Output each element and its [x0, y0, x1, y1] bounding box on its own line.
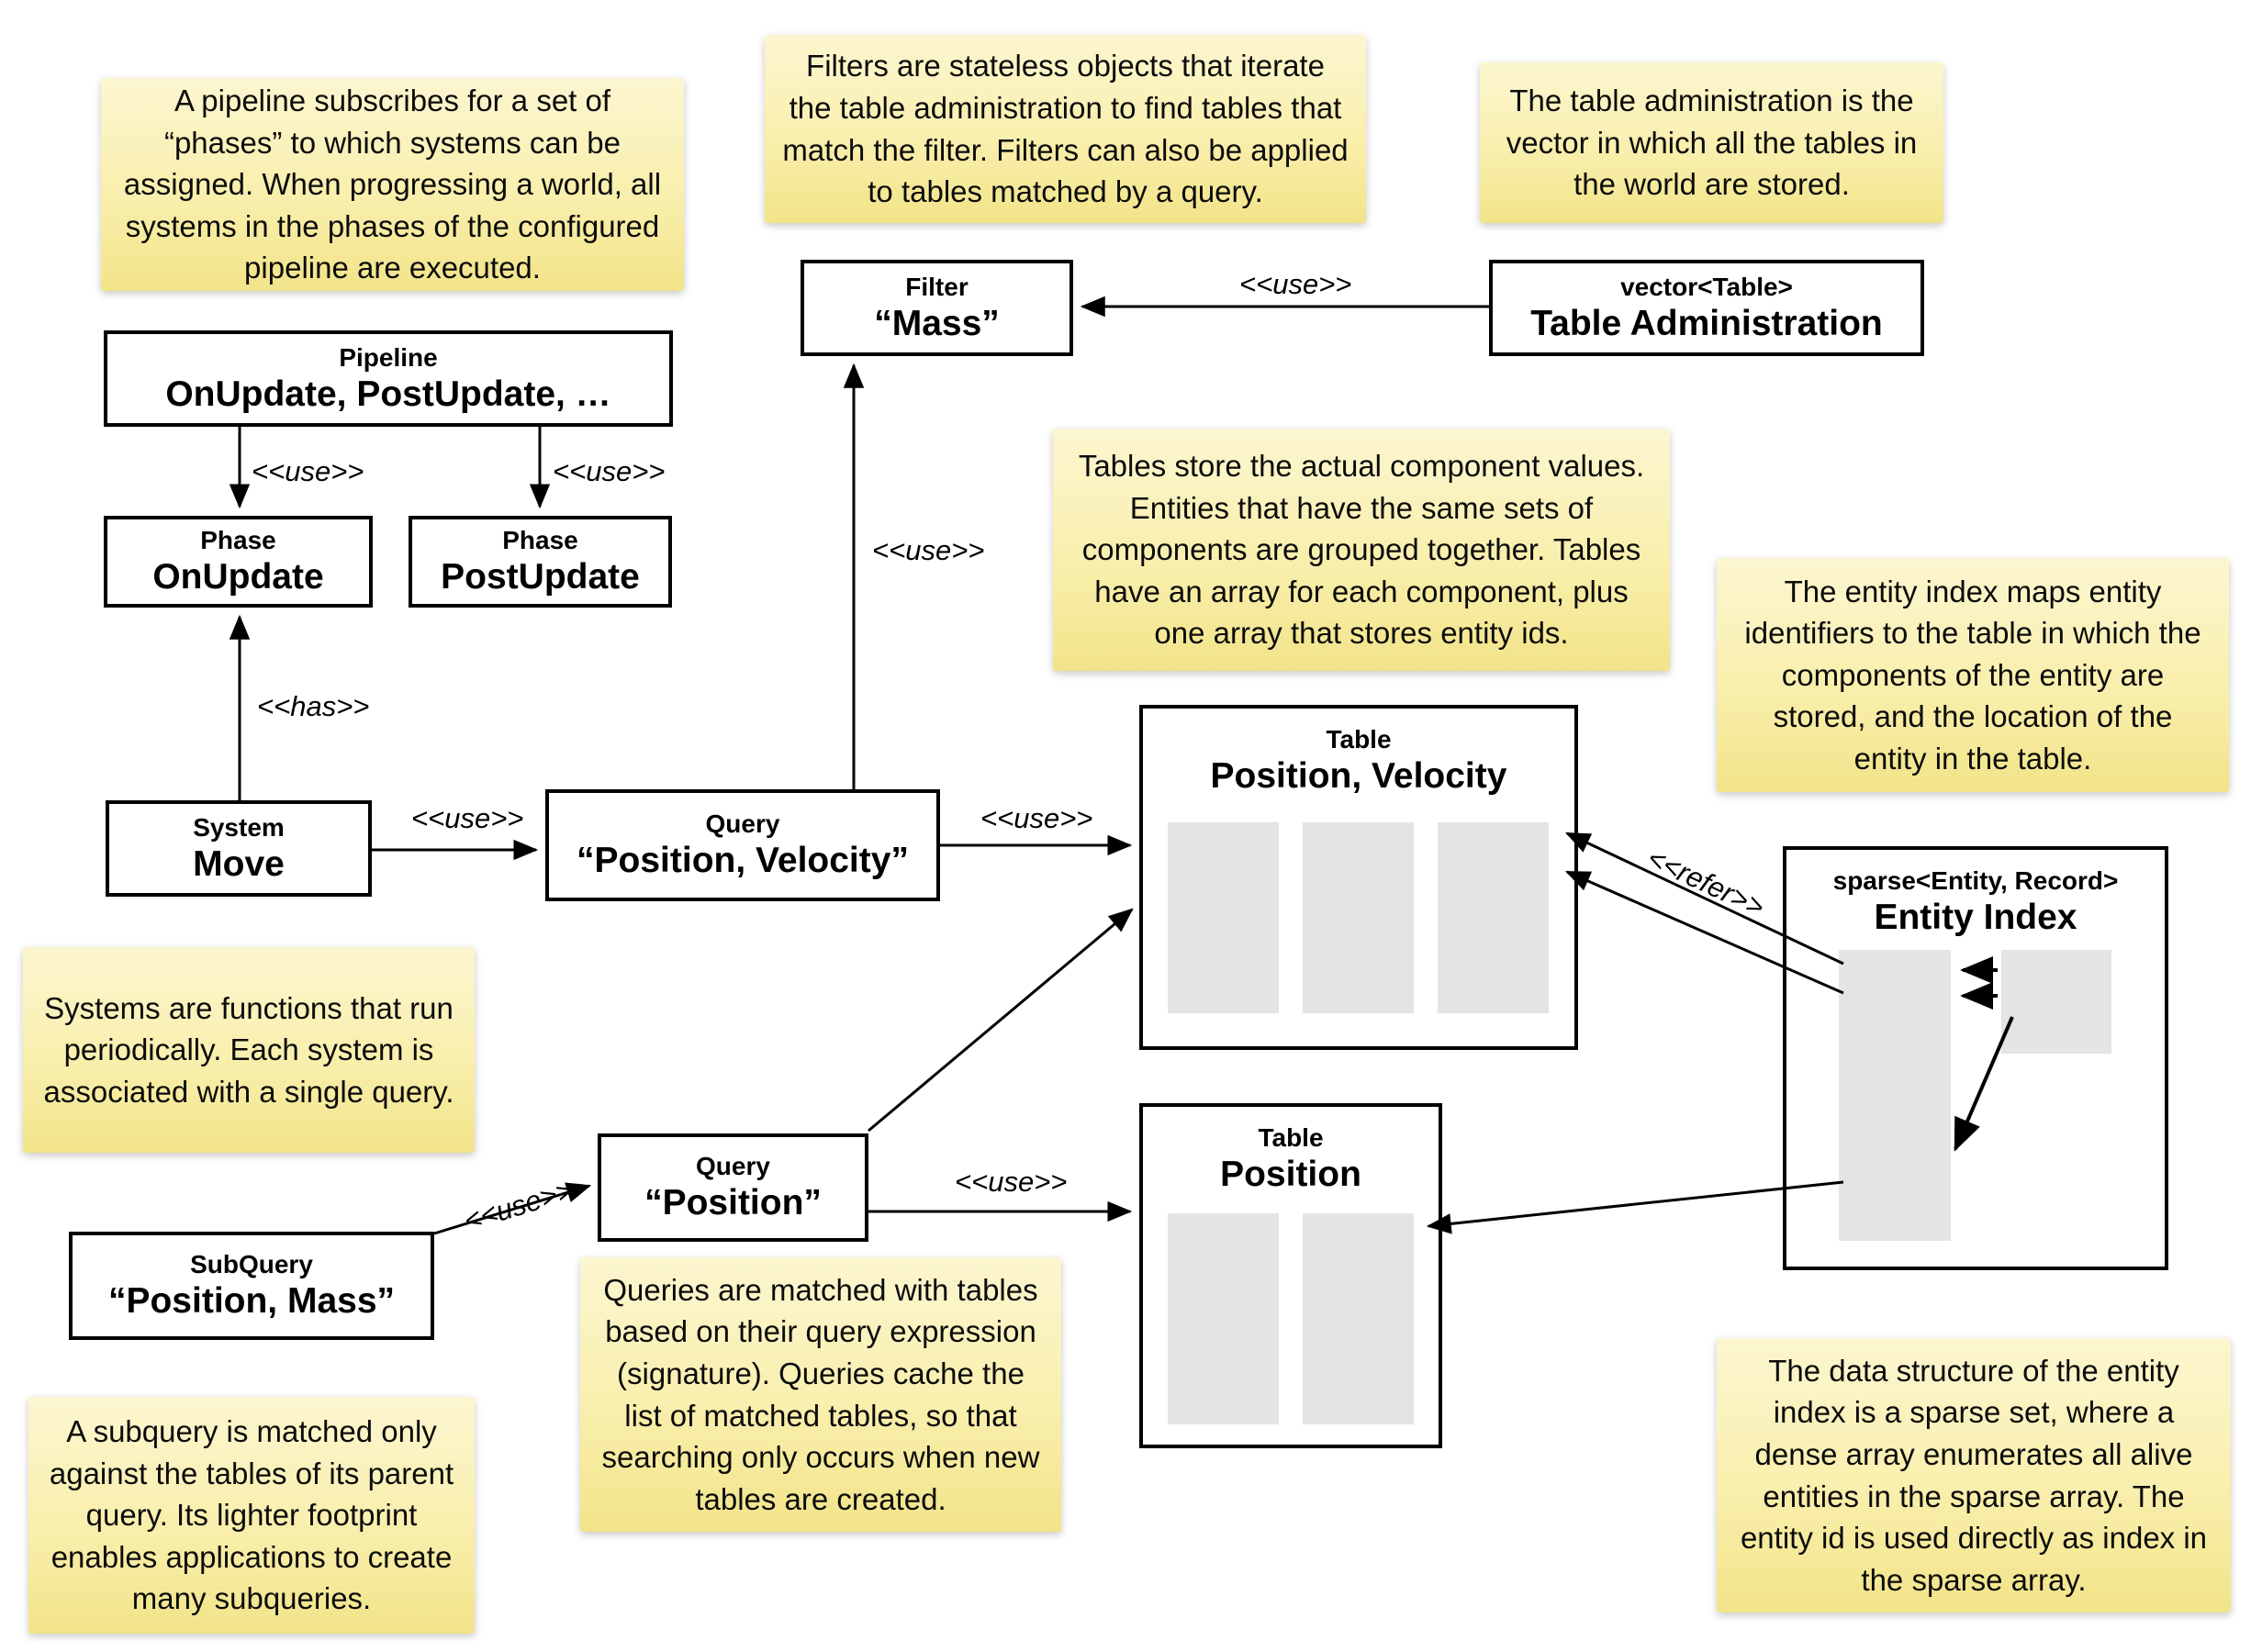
sparse-array-bar	[1839, 950, 1951, 1241]
node-query-position-velocity-type: Query	[705, 809, 780, 839]
edge-label-pipeline-postupdate: <<use>>	[553, 455, 666, 487]
node-query-position-name: “Position”	[644, 1183, 822, 1223]
node-phase-onupdate-type: Phase	[200, 526, 276, 555]
node-subquery-position-mass-name: “Position, Mass”	[107, 1281, 396, 1322]
node-query-position: Query “Position”	[598, 1133, 868, 1242]
edge-label-system-query: <<use>>	[411, 802, 524, 834]
note-filters: Filters are stateless objects that itera…	[765, 35, 1366, 223]
note-queries: Queries are matched with tables based on…	[580, 1257, 1061, 1532]
edge-label-querypos-table: <<use>>	[955, 1166, 1068, 1198]
component-array-bar	[1168, 1213, 1279, 1424]
node-phase-postupdate-type: Phase	[502, 526, 578, 555]
note-table-administration: The table administration is the vector i…	[1480, 62, 1943, 223]
node-table-position-type: Table	[1258, 1123, 1324, 1152]
note-subquery: A subquery is matched only against the t…	[28, 1397, 475, 1634]
edge-entityindex-tablepos	[1426, 1180, 1844, 1234]
node-table-position-name: Position	[1220, 1155, 1361, 1194]
edge-label-subquery-query: <<use>>	[460, 1173, 577, 1238]
node-phase-postupdate-name: PostUpdate	[441, 557, 640, 597]
edge-label-entityindex-refer: <<refer>>	[1642, 841, 1770, 924]
note-entity-index: The entity index maps entity identifiers…	[1717, 558, 2229, 792]
component-array-bar	[1438, 822, 1549, 1013]
component-array-bar	[1303, 1213, 1414, 1424]
edge-label-querypv-table: <<use>>	[980, 802, 1093, 834]
node-query-position-velocity: Query “Position, Velocity”	[545, 789, 940, 901]
edge-label-pipeline-onupdate: <<use>>	[252, 455, 364, 487]
node-entity-index-type: sparse<Entity, Record>	[1832, 866, 2119, 895]
edge-label-system-phase: <<has>>	[257, 690, 370, 722]
node-phase-onupdate: Phase OnUpdate	[104, 516, 373, 608]
node-subquery-position-mass-type: SubQuery	[190, 1250, 313, 1279]
note-pipeline: A pipeline subscribes for a set of “phas…	[101, 78, 684, 291]
edge-label-tableadmin-filter: <<use>>	[1239, 268, 1352, 300]
node-system-move-name: Move	[193, 843, 285, 884]
node-query-position-velocity-name: “Position, Velocity”	[577, 841, 909, 881]
node-system-move: System Move	[106, 800, 372, 897]
node-pipeline-type: Pipeline	[339, 342, 438, 372]
note-tables: Tables store the actual component values…	[1053, 429, 1670, 671]
node-table-position-velocity-type: Table	[1326, 725, 1392, 753]
note-systems: Systems are functions that run periodica…	[23, 947, 475, 1153]
node-entity-index: sparse<Entity, Record> Entity Index	[1783, 846, 2168, 1270]
node-pipeline: Pipeline OnUpdate, PostUpdate, …	[104, 330, 673, 427]
node-entity-index-name: Entity Index	[1874, 898, 2077, 937]
node-table-administration: vector<Table> Table Administration	[1489, 260, 1924, 356]
node-pipeline-name: OnUpdate, PostUpdate, …	[165, 374, 611, 414]
note-sparse-set: The data structure of the entity index i…	[1717, 1338, 2231, 1613]
node-filter-mass: Filter “Mass”	[801, 260, 1073, 356]
component-array-bar	[1168, 822, 1279, 1013]
node-table-position-velocity: Table Position, Velocity	[1139, 705, 1578, 1050]
node-system-move-type: System	[193, 812, 285, 842]
node-filter-mass-type: Filter	[905, 272, 969, 301]
node-subquery-position-mass: SubQuery “Position, Mass”	[69, 1232, 434, 1340]
edge-label-query-filter: <<use>>	[872, 534, 985, 566]
component-array-bar	[1303, 822, 1414, 1013]
node-filter-mass-name: “Mass”	[874, 303, 1000, 343]
node-query-position-type: Query	[696, 1152, 770, 1181]
edge-querypos-tablepv	[868, 908, 1134, 1133]
node-table-position-velocity-name: Position, Velocity	[1210, 756, 1507, 796]
node-table-administration-type: vector<Table>	[1620, 272, 1793, 301]
node-phase-postupdate: Phase PostUpdate	[409, 516, 672, 608]
node-table-administration-name: Table Administration	[1530, 303, 1883, 343]
dense-array-bar	[2001, 950, 2111, 1054]
node-table-position: Table Position	[1139, 1103, 1442, 1448]
node-phase-onupdate-name: OnUpdate	[152, 557, 324, 597]
